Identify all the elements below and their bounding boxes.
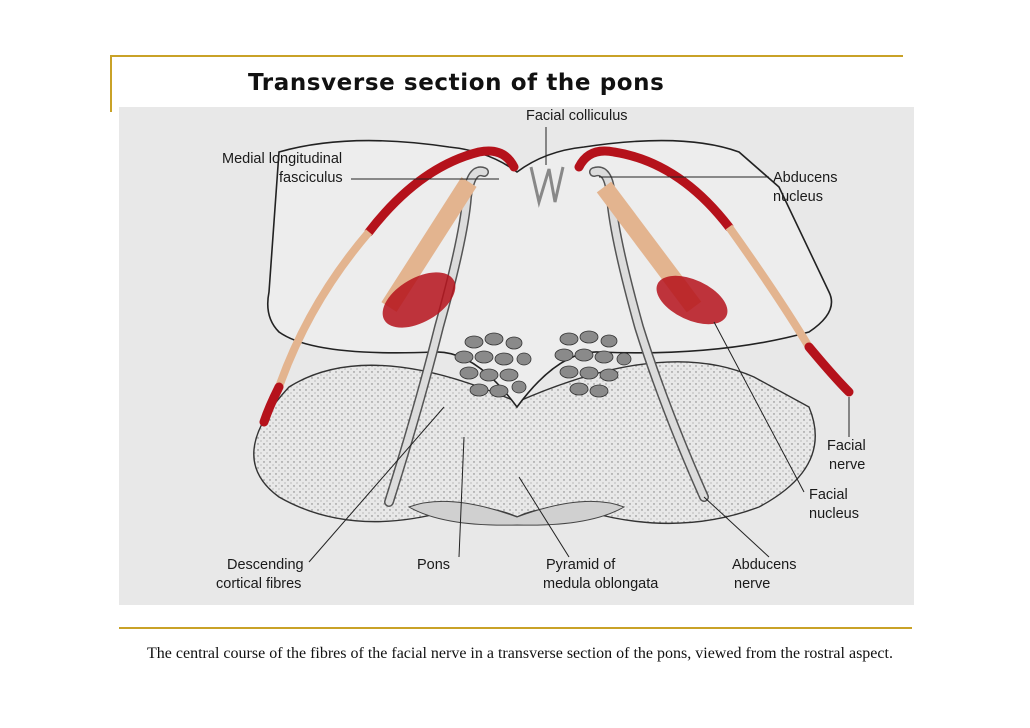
left-facial-nerve-exit <box>259 382 284 427</box>
label-pyramid-1: Pyramid of <box>546 557 616 573</box>
leader-lines <box>308 127 850 563</box>
label-abducens-nucleus-2: nucleus <box>773 189 823 205</box>
label-facial-nerve-2: nerve <box>829 457 865 473</box>
label-facial-nerve-1: Facial <box>827 438 866 454</box>
right-facial-nerve-tan <box>725 224 813 350</box>
label-mlf-2: fasciculus <box>279 170 343 186</box>
left-pontine-nuclei <box>454 332 532 398</box>
facial-colliculus-raphe <box>529 166 565 208</box>
label-pyramid-2: medula oblongata <box>543 576 659 592</box>
slide-title: Transverse section of the pons <box>248 70 665 96</box>
left-facial-nerve <box>364 146 519 237</box>
tegmentum <box>266 139 833 409</box>
left-facial-nerve-tan <box>275 229 373 389</box>
right-descending-tract-inner <box>590 167 708 501</box>
label-facial-nucleus-1: Facial <box>809 487 848 503</box>
right-facial-nerve-exit <box>804 342 854 397</box>
pons-diagram: Facial colliculus Medial longitudinal fa… <box>119 107 914 605</box>
label-descending-1: Descending <box>227 557 304 573</box>
label-mlf-1: Medial longitudinal <box>222 151 342 167</box>
top-frame-line <box>110 55 903 57</box>
label-pons: Pons <box>417 557 450 573</box>
label-abducens-nerve-2: nerve <box>734 576 770 592</box>
right-facial-nerve <box>574 146 734 232</box>
left-facial-nucleus <box>382 272 456 328</box>
label-facial-colliculus: Facial colliculus <box>526 108 628 124</box>
label-abducens-nucleus-1: Abducens <box>773 170 838 186</box>
figure-caption: The central course of the fibres of the … <box>147 645 893 662</box>
right-facial-nucleus <box>656 275 728 325</box>
label-descending-2: cortical fibres <box>216 576 301 592</box>
pons-diagram-svg: Facial colliculus Medial longitudinal fa… <box>216 108 866 592</box>
left-frame-line <box>110 55 112 112</box>
pyramid-bulges <box>407 500 626 526</box>
right-pontine-nuclei <box>554 330 632 398</box>
label-facial-nucleus-2: nucleus <box>809 506 859 522</box>
label-abducens-nerve-1: Abducens <box>732 557 797 573</box>
bottom-frame-line <box>119 627 912 629</box>
